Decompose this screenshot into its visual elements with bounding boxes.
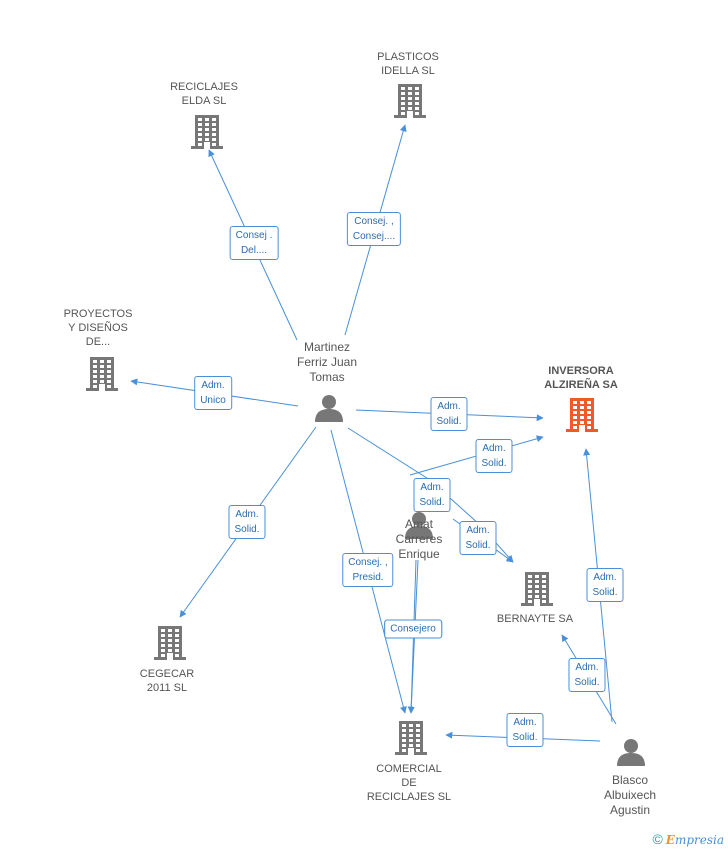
edge-label-line: Consej. , — [354, 216, 394, 227]
copyright-icon: © — [652, 831, 663, 847]
node-label-line: Enrique — [398, 547, 440, 561]
edge-label-e2[interactable]: Consej. , Consej.... — [346, 212, 402, 246]
node-label-line: Martinez — [303, 340, 350, 354]
node-label-line: Ferriz Juan — [296, 355, 358, 369]
node-label-comercial[interactable]: COMERCIAL DE RECICLAJES SL — [367, 762, 451, 804]
edge-label-line: Del.... — [240, 245, 268, 256]
node-label-line: PROYECTOS — [63, 308, 133, 320]
node-label-line: Carreres — [395, 532, 443, 546]
company-icon-inversora[interactable] — [566, 398, 598, 432]
edge-label-line: Consej.... — [352, 231, 396, 242]
edge-label-line: Adm. — [420, 482, 444, 493]
person-icon-blasco[interactable] — [616, 738, 646, 766]
company-icon-cegecar[interactable] — [154, 626, 186, 660]
node-label-reciclajes-elda[interactable]: RECICLAJES ELDA SL — [170, 80, 238, 108]
edge-label-line: Solid. — [574, 677, 600, 688]
edge-label-line: Solid. — [481, 458, 507, 469]
edge-label-line: Adm. — [482, 443, 506, 454]
edge-label-line: Adm. — [593, 572, 617, 583]
node-label-line: RECICLAJES SL — [366, 791, 452, 803]
edge-label-line: Solid. — [234, 524, 260, 535]
node-label-line: Amat — [404, 517, 433, 531]
edge-label-line: Solid. — [419, 497, 445, 508]
company-icon-proyectos[interactable] — [86, 357, 118, 391]
node-label-line: ALZIREÑA SA — [544, 379, 618, 391]
edge-label-line: Adm. — [513, 717, 537, 728]
edge-label-e5[interactable]: Adm. Solid. — [475, 439, 513, 473]
edge-label-e3[interactable]: Adm. Unico — [194, 376, 232, 410]
edge-label-e13[interactable]: Adm. Solid. — [506, 713, 544, 747]
person-icon-amat[interactable] — [404, 511, 434, 539]
edge-label-e4[interactable]: Adm. Solid. — [430, 397, 468, 431]
node-label-inversora[interactable]: INVERSORA ALZIREÑA SA — [544, 364, 618, 392]
node-label-line: COMERCIAL — [376, 763, 442, 775]
edge-label-line: Unico — [200, 395, 226, 406]
company-icon-plasticos-idella[interactable] — [394, 84, 426, 118]
empresia-logo[interactable]: ©Empresia — [652, 831, 724, 847]
node-label-line: RECICLAJES — [170, 81, 238, 93]
edge-label-line: Adm. — [575, 662, 599, 673]
company-icon-reciclajes-elda[interactable] — [191, 115, 223, 149]
node-label-line: ELDA SL — [181, 95, 227, 107]
edge-label-line: Presid. — [352, 572, 384, 583]
node-label-line: Y DISEÑOS — [68, 322, 128, 334]
edge-label-line: Solid. — [465, 540, 491, 551]
edge-label-e10[interactable]: Adm. Solid. — [586, 568, 624, 602]
edge-label-line: Solid. — [512, 732, 538, 743]
node-label-cegecar[interactable]: CEGECAR 2011 SL — [140, 667, 194, 695]
node-label-line: Albuixech — [603, 788, 657, 802]
node-label-proyectos[interactable]: PROYECTOS Y DISEÑOS DE... — [64, 307, 133, 349]
edge-label-line: Solid. — [436, 416, 462, 427]
edge-label-e12[interactable]: Adm. Solid. — [568, 658, 606, 692]
edge-label-line: Adm. — [235, 509, 259, 520]
node-label-line: CEGECAR — [139, 668, 195, 680]
node-label-line: Agustin — [609, 803, 651, 817]
edge-label-line: Consej. , — [348, 557, 388, 568]
edge-label-e6[interactable]: Adm. Solid. — [228, 505, 266, 539]
node-label-bernayte[interactable]: BERNAYTE SA — [497, 612, 573, 626]
node-label-line: PLASTICOS — [377, 51, 439, 63]
edge-label-e1[interactable]: Consej . Del.... — [229, 226, 279, 260]
edge-label-e9[interactable]: Adm. Solid. — [459, 521, 497, 555]
edge-label-line: Adm. — [466, 525, 490, 536]
edge-label-line: Adm. — [437, 401, 461, 412]
edge-label-e14[interactable]: Consejero — [384, 619, 442, 639]
company-icon-bernayte[interactable] — [521, 572, 553, 606]
node-label-line: INVERSORA — [548, 365, 614, 377]
edge-label-line: Adm. — [201, 380, 225, 391]
edge-label-line: Consejero — [390, 623, 436, 635]
node-label-line: 2011 SL — [146, 682, 188, 694]
person-icon-martinez[interactable] — [314, 394, 344, 422]
node-label-line: DE... — [85, 336, 111, 348]
company-icon-comercial[interactable] — [395, 721, 427, 755]
node-label-line: BERNAYTE SA — [496, 613, 574, 625]
node-label-line: Blasco — [611, 773, 649, 787]
node-label-plasticos-idella[interactable]: PLASTICOS IDELLA SL — [377, 50, 439, 78]
node-label-line: DE — [401, 777, 417, 789]
node-label-line: IDELLA SL — [381, 65, 435, 77]
edge-label-line: Consej . — [235, 230, 273, 241]
edge-label-line: Solid. — [592, 587, 618, 598]
node-label-line: Tomas — [309, 370, 345, 384]
edge-label-e7[interactable]: Adm. Solid. — [413, 478, 451, 512]
edge-label-e8[interactable]: Consej. , Presid. — [342, 553, 394, 587]
